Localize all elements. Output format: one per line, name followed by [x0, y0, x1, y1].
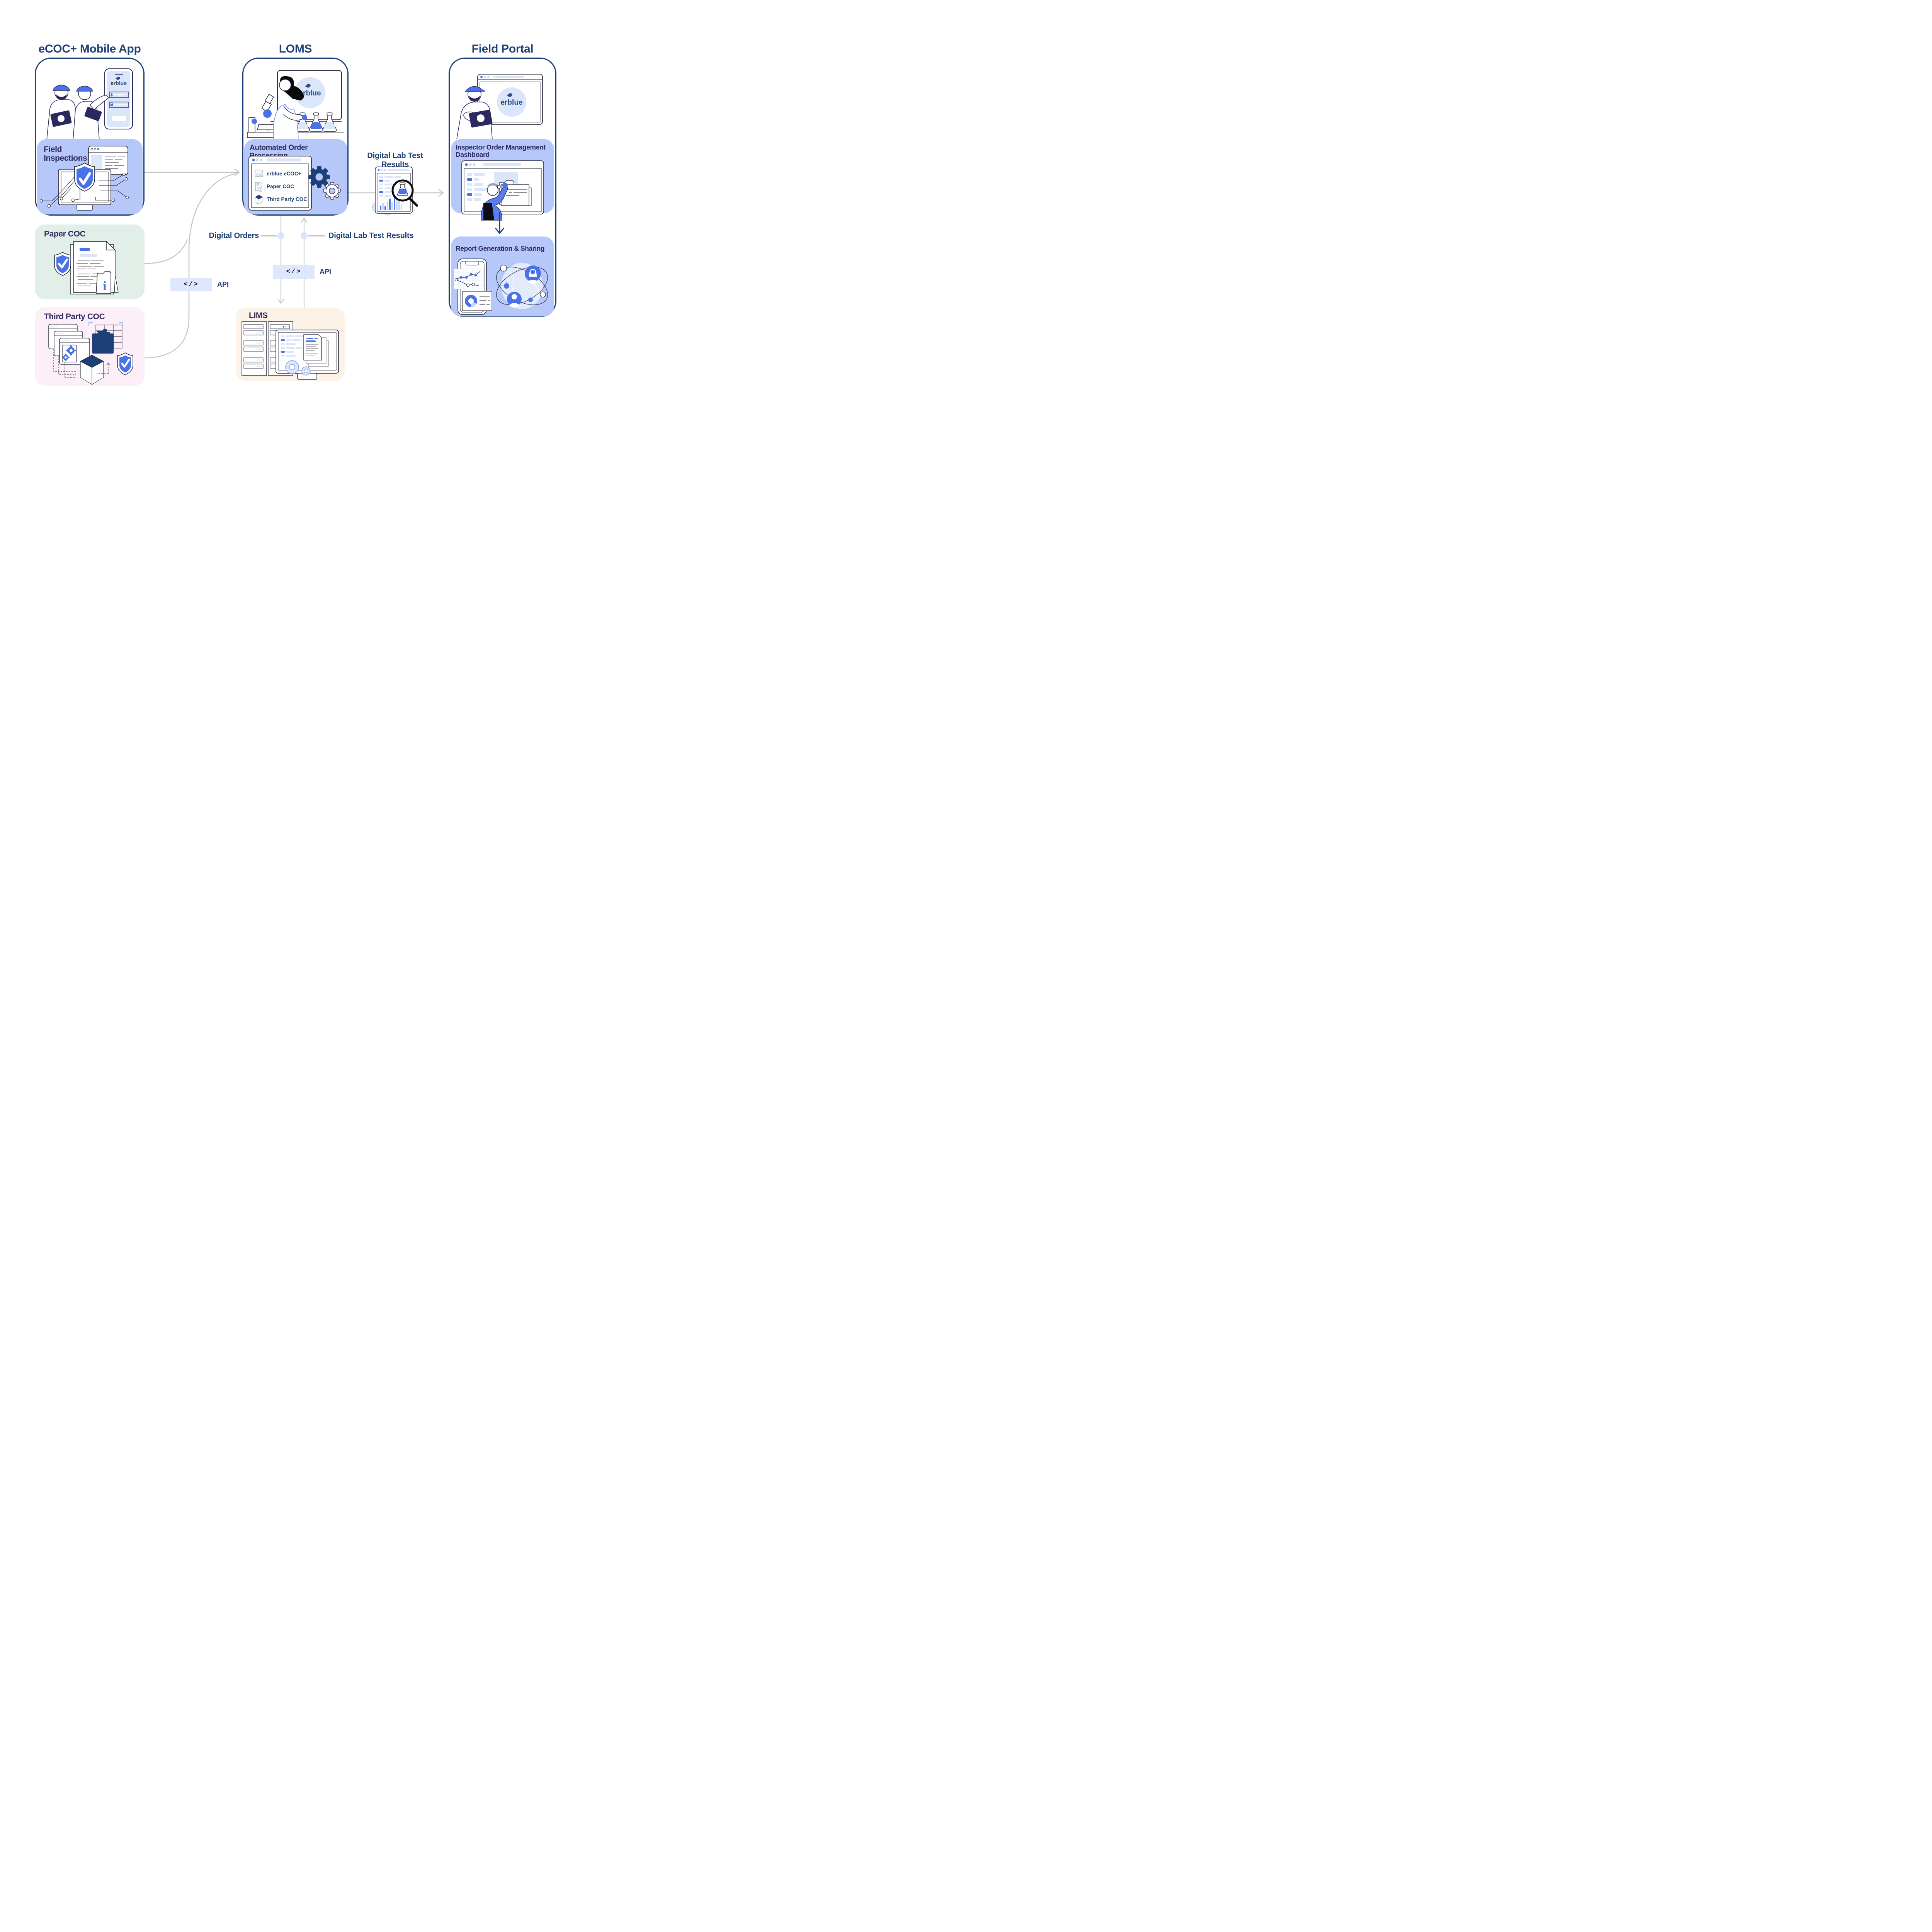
scientist-icon [273, 76, 307, 140]
lab-results-screen-illustration [372, 165, 424, 218]
order-sources-window: erblue eCOC+ i Paper COC [248, 156, 341, 211]
leaf-icon [116, 77, 120, 80]
paper-coc-label: Paper COC [267, 184, 294, 189]
svg-text:i: i [103, 279, 106, 293]
api-label-lims: API [320, 268, 332, 276]
mobile-app-title: eCOC+ Mobile App [38, 43, 141, 55]
digital-lab-results-center-label: Digital Lab Test Results [328, 231, 414, 240]
api-label-coc: API [217, 281, 229, 288]
leaf-icon [507, 93, 512, 97]
folder-document-icon [499, 180, 532, 206]
cube-icon [80, 355, 104, 385]
third-party-coc-row: Third Party COC [255, 195, 307, 205]
svg-text:erblue: erblue [111, 80, 127, 86]
inspector-with-tablet-icon [456, 86, 493, 139]
gears-icon [62, 345, 76, 361]
mini-browser-icon [255, 170, 263, 177]
lims-title: LIMS [249, 311, 268, 320]
paper-coc-card: Paper COC [35, 224, 145, 299]
bar-chart-icon [380, 195, 402, 210]
loms-container: erblue [242, 58, 349, 216]
shield-check-icon [54, 252, 71, 276]
document-icon [70, 241, 116, 294]
logo-blue: blue [306, 89, 321, 97]
dashboard-to-report-arrow [495, 212, 505, 235]
leaf-icon [305, 84, 311, 88]
globe-sharing-icon [496, 263, 548, 309]
mini-document-icon: i [255, 182, 262, 192]
third-party-coc-illustration [48, 322, 133, 385]
gear-light-icon [323, 182, 341, 200]
folder-icon [92, 329, 114, 354]
third-party-coc-card: Third Party COC [35, 307, 145, 386]
third-party-coc-title: Third Party COC [44, 312, 105, 321]
field-inspections-card: Field Inspections [37, 139, 143, 214]
code-icon: </> [184, 281, 199, 288]
lab-scientist-illustration: erblue [247, 70, 344, 140]
paper-coc-illustration: i [54, 241, 119, 294]
phone-mockup-icon: erblue [104, 68, 133, 129]
lims-card: LIMS [236, 308, 345, 381]
svg-text:erblue: erblue [500, 99, 522, 107]
field-inspections-title: Field Inspections [44, 145, 87, 163]
avatar-male-icon [507, 292, 522, 308]
inspector-dashboard-title: Inspector Order Management Dashboard [456, 143, 546, 158]
info-folder-icon: i [96, 271, 119, 294]
api-chip-lims: </> [273, 265, 315, 279]
logo-er: er [500, 99, 508, 107]
svg-text:i: i [260, 189, 261, 191]
worker-pointing-icon [73, 85, 109, 140]
screen-list-icon [281, 335, 304, 357]
circuit-traces-icon [39, 172, 129, 208]
microscope-icon [247, 94, 281, 138]
field-portal-container: erblue Inspector Order Management Dashbo… [449, 58, 556, 317]
gear-dark-icon [308, 166, 330, 188]
dashboard-illustration [461, 160, 544, 221]
worker-with-tablet-icon [46, 85, 78, 140]
third-party-coc-label: Third Party COC [267, 196, 307, 202]
loms-title: LOMS [279, 43, 312, 55]
avatar-female-icon [525, 265, 541, 284]
mini-cube-icon [255, 195, 263, 205]
flasks-icon [294, 112, 344, 133]
shield-check-icon [74, 163, 95, 192]
lims-illustration [242, 321, 339, 380]
inspector-illustration: erblue [456, 74, 543, 139]
dashboard-list-icon [467, 173, 489, 201]
pie-chart-card-icon [462, 291, 492, 311]
inspector-dashboard-card: Inspector Order Management Dashboard [451, 139, 554, 221]
code-icon: </> [286, 268, 302, 276]
field-workers-illustration: erblue [46, 68, 133, 140]
logo-blue: blue [507, 99, 522, 107]
dashed-arrows-icon [53, 349, 109, 378]
stacked-windows-icon [48, 324, 90, 365]
erblue-ecoc-label: erblue eCOC+ [267, 171, 301, 177]
field-inspections-illustration [39, 146, 129, 211]
digital-orders-label: Digital Orders [209, 231, 259, 240]
digital-lab-results-top-label: Digital Lab Test Results [367, 151, 423, 169]
diagram-canvas: eCOC+ Mobile App LOMS Field Portal erblu… [0, 0, 576, 392]
connector-node-digital-orders [277, 232, 284, 239]
report-sharing-card: Report Generation & Sharing [451, 236, 554, 316]
report-sharing-title: Report Generation & Sharing [456, 245, 545, 252]
shield-check-icon [117, 352, 133, 375]
erblue-ecoc-row: erblue eCOC+ [255, 170, 301, 177]
report-illustration [454, 259, 548, 315]
mobile-app-container: erblue [35, 58, 145, 216]
paper-coc-title: Paper COC [44, 230, 86, 238]
field-portal-title: Field Portal [471, 43, 534, 55]
paper-coc-row: i Paper COC [255, 182, 294, 192]
magnifier-flask-icon [391, 179, 418, 207]
gears-light-icon [285, 360, 311, 376]
person-pointing-icon [481, 183, 508, 221]
line-chart-card-icon [454, 269, 484, 289]
logo-er: er [111, 80, 116, 86]
connector-node-lab-results [301, 232, 308, 239]
logo-blue: blue [116, 80, 127, 86]
automated-order-processing-card: Automated Order Processing er [244, 139, 347, 214]
api-chip-coc: </> [170, 278, 212, 291]
documents-stack-icon [303, 334, 329, 367]
